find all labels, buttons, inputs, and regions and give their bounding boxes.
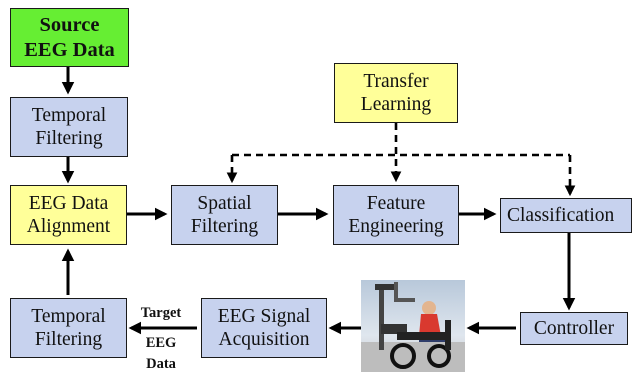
- spatial-filtering-box: Spatial Filtering: [171, 185, 278, 245]
- eeg-data-label: EEG Data: [145, 335, 177, 373]
- wheelchair-robot-photo: [361, 280, 465, 372]
- target-label: Target: [140, 305, 182, 321]
- temporal-filtering-top-box: Temporal Filtering: [10, 97, 128, 157]
- transfer-learning-box: Transfer Learning: [334, 63, 458, 123]
- feature-engineering-box: Feature Engineering: [333, 185, 459, 245]
- source-eeg-data-box: Source EEG Data: [10, 8, 129, 67]
- eeg-data-alignment-box: EEG Data Alignment: [10, 185, 127, 245]
- wheelchair-illustration: [361, 282, 465, 372]
- controller-box: Controller: [520, 312, 628, 345]
- classification-box: Classification: [500, 198, 632, 233]
- temporal-filtering-bottom-box: Temporal Filtering: [10, 298, 127, 358]
- eeg-signal-acquisition-box: EEG Signal Acquisition: [201, 298, 327, 358]
